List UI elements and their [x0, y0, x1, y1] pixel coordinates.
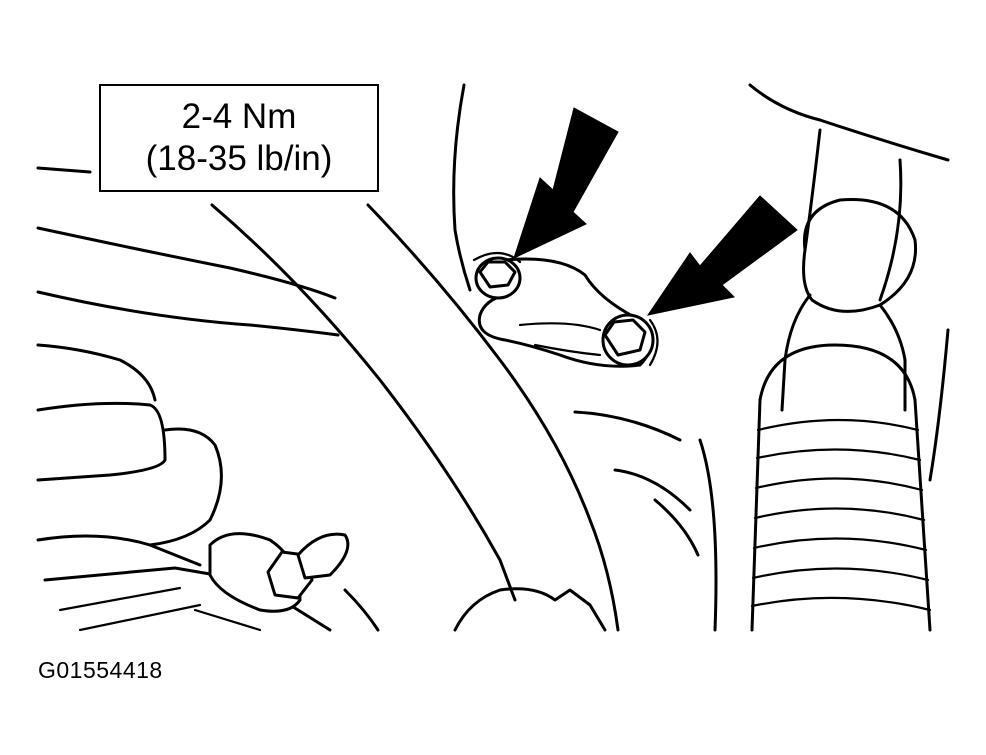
mid-contour-1 — [573, 410, 682, 442]
housing-lobe — [148, 427, 223, 547]
mid-contour-3 — [653, 498, 700, 557]
torque-value-nm: 2-4 Nm — [181, 97, 297, 136]
panel-edge — [452, 83, 472, 292]
housing-side — [36, 401, 167, 482]
lower-bolt — [601, 313, 659, 367]
housing-ribs — [58, 586, 262, 632]
connector-pin — [208, 532, 350, 613]
upper-left-contour — [36, 166, 92, 174]
corrugated-hose — [750, 343, 932, 632]
upper-right-curve — [748, 83, 950, 162]
hose-contour-top — [36, 226, 337, 300]
upper-arrow — [513, 107, 619, 259]
strut-right-edge — [366, 203, 620, 632]
torque-value-lbin: (18-35 lb/in) — [145, 139, 333, 178]
lower-arrow — [646, 195, 798, 316]
torque-specification-callout: 2-4 Nm (18-35 lb/in) — [99, 84, 379, 192]
figure-identifier: G01554418 — [38, 657, 163, 683]
hose-contour-bottom — [36, 290, 340, 337]
housing-top — [36, 343, 157, 402]
strut-left-edge — [210, 203, 517, 602]
housing-lower — [36, 534, 202, 567]
mid-contour-4 — [698, 438, 718, 632]
hose-neck-left — [780, 293, 812, 412]
bottom-left-curve — [343, 588, 380, 632]
upper-bolt — [472, 251, 522, 300]
right-edge-contour — [928, 328, 950, 482]
mid-contour-2 — [613, 468, 692, 512]
bottom-mount — [453, 587, 607, 632]
hose-outer-right — [878, 158, 903, 302]
hose-joint — [802, 198, 918, 313]
hose-outer-left — [803, 128, 822, 252]
hose-neck-right — [878, 303, 907, 412]
